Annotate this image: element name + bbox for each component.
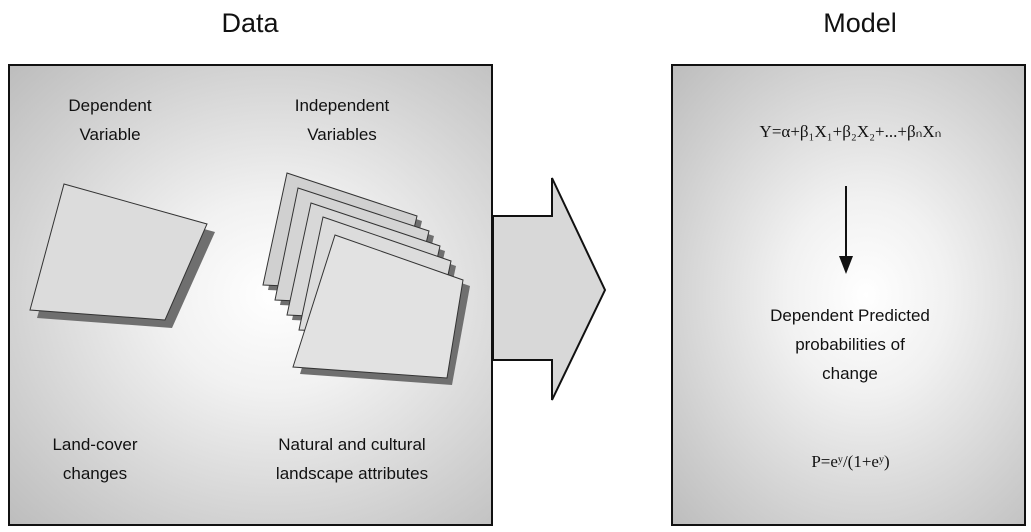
dependent-variable-label: Dependent Variable [68,96,152,144]
independent-layer [292,234,464,379]
data-heading: Data [221,8,279,38]
down-arrowhead-icon [839,256,853,274]
probability-equation: P=eʸ/(1+eʸ) [811,452,890,471]
predicted-probabilities-label: Dependent Predicted probabilities of cha… [770,306,930,383]
independent-layers-stack [262,172,470,385]
flow-arrow [492,177,607,401]
independent-variables-label: Independent Variables [294,96,390,144]
regression-equation: Y=α+β₁X₁+β₂X₂+...+βₙXₙ [759,122,942,141]
model-heading: Model [823,8,897,38]
dependent-layer [29,183,208,321]
landscape-attributes-label: Natural and cultural landscape attribute… [275,435,429,483]
model-panel: Y=α+β₁X₁+β₂X₂+...+βₙXₙ Dependent Predict… [671,64,1026,526]
land-cover-changes-label: Land-cover changes [52,435,138,483]
